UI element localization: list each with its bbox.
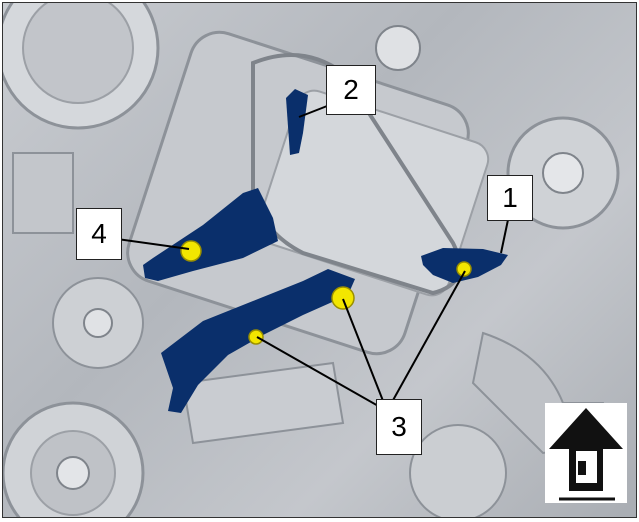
engine-background xyxy=(3,3,620,517)
callout-4: 4 xyxy=(76,208,122,260)
callout-2: 2 xyxy=(326,65,376,115)
timing-guide-4 xyxy=(143,188,278,281)
bolt-3a xyxy=(331,286,355,310)
callout-1: 1 xyxy=(487,175,533,221)
bolt-3b xyxy=(248,329,264,345)
timing-guide-2 xyxy=(286,89,308,155)
bolt-4 xyxy=(180,240,202,262)
engine-illustration xyxy=(3,3,627,517)
front-arrow-icon xyxy=(545,403,627,503)
bolt-1 xyxy=(456,261,472,277)
timing-guide-3 xyxy=(161,269,355,413)
leader-lines xyxy=(116,98,510,412)
callout-3: 3 xyxy=(376,399,422,455)
